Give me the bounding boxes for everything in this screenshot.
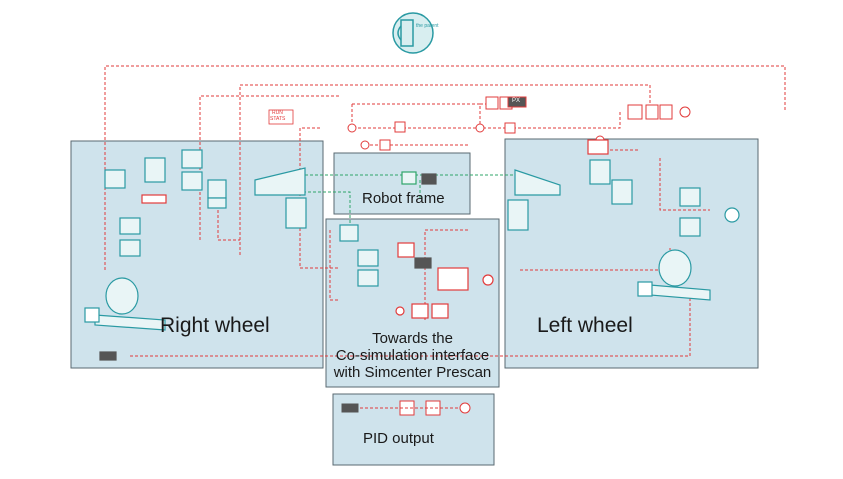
px-tag-label: PX — [512, 98, 521, 104]
pid-components — [341, 400, 471, 416]
pid-output-label: PID output — [363, 430, 434, 447]
right-wheel-label: Right wheel — [160, 314, 270, 337]
cosim-line-1: Towards the — [372, 330, 453, 347]
top-sensor-block — [392, 12, 434, 54]
right-wheel-components — [84, 149, 307, 361]
top-sensor-label: the parent — [416, 23, 439, 29]
robot-frame-components — [401, 171, 437, 185]
run-stats-label-2: STATS — [270, 116, 286, 122]
left-wheel-components — [507, 139, 740, 301]
left-wheel-label: Left wheel — [537, 314, 633, 337]
cosim-components — [339, 224, 494, 319]
run-stats-label-1: RUN — [272, 110, 283, 116]
cosim-label: Towards the Co-simulation interface with… — [329, 330, 496, 381]
signal-wires — [104, 65, 786, 357]
panel-left-wheel — [504, 138, 759, 369]
cosim-line-3: with Simcenter Prescan — [333, 363, 492, 381]
top-red-blocks — [347, 96, 691, 151]
run-stats-box — [268, 109, 294, 125]
cosim-line-2: Co-simulation interface — [335, 346, 490, 364]
robot-frame-label: Robot frame — [362, 190, 445, 207]
